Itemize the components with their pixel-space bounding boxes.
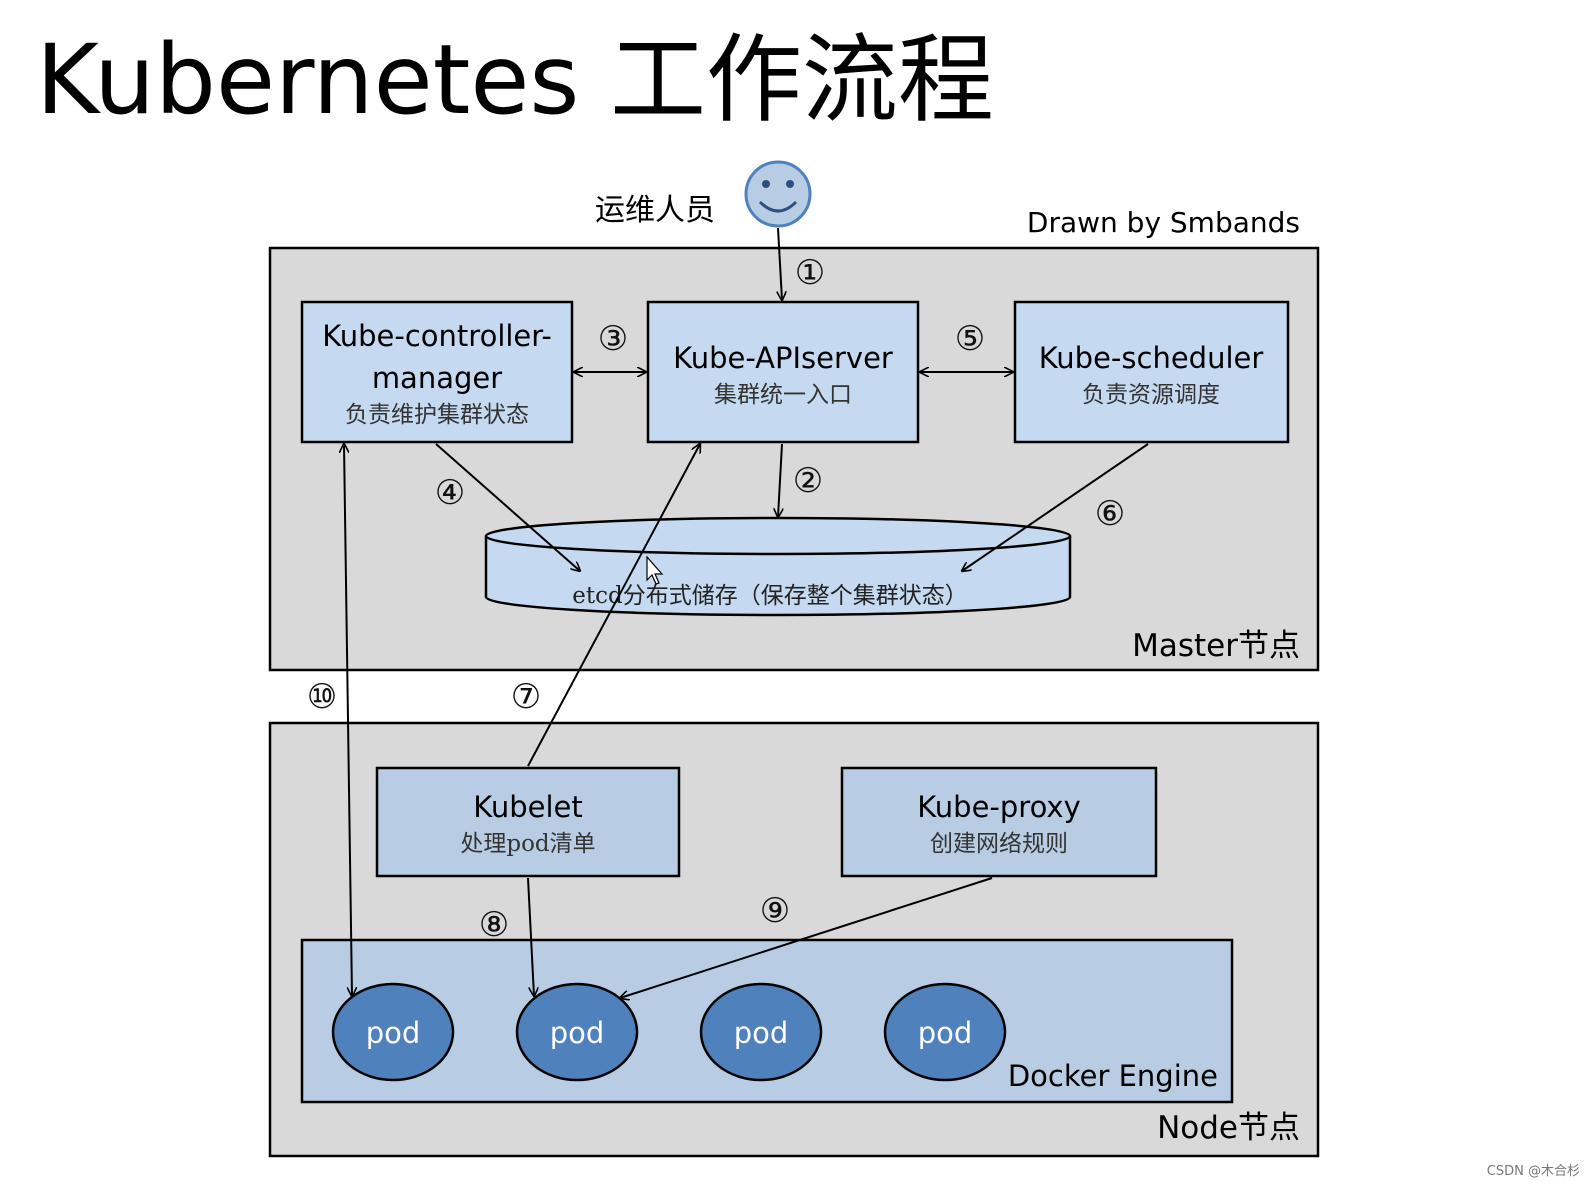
- pod-4: pod: [883, 982, 1007, 1082]
- controller-manager-name-line2: manager: [372, 361, 502, 395]
- arrow-step-10: [344, 444, 352, 996]
- kubelet-name: Kubelet: [473, 790, 582, 824]
- scheduler-name: Kube-scheduler: [1039, 341, 1264, 375]
- kubelet-box: [375, 766, 681, 878]
- controller-manager-name-line1: Kube-controller-: [322, 319, 552, 353]
- page-title: Kubernetes 工作流程: [36, 24, 994, 136]
- kube-proxy-box: [840, 766, 1158, 878]
- pod-2: pod: [515, 982, 639, 1082]
- pod-1: pod: [331, 982, 455, 1082]
- pod-4-label: pod: [918, 1016, 973, 1050]
- scheduler-desc: 负责资源调度: [1082, 382, 1220, 408]
- step-10-label: ⑩: [307, 677, 337, 717]
- arrow-step-4: [435, 443, 580, 571]
- step-8-label: ⑧: [479, 905, 509, 945]
- apiserver-desc: 集群统一入口: [714, 382, 852, 408]
- step-9-label: ⑨: [760, 891, 790, 931]
- master-node-label: Master节点: [1132, 628, 1300, 664]
- etcd-storage-cylinder: [484, 516, 1072, 617]
- arrow-step-2: [778, 443, 782, 517]
- apiserver-box: [646, 300, 920, 444]
- step-5-label: ⑤: [955, 319, 985, 359]
- kubelet-desc: 处理pod清单: [460, 831, 595, 857]
- docker-engine-label: Docker Engine: [1008, 1059, 1218, 1093]
- credit-label: Drawn by Smbands: [1027, 206, 1300, 239]
- apiserver-name: Kube-APIserver: [673, 341, 893, 375]
- arrow-step-9: [620, 877, 993, 998]
- arrow-step-7: [527, 444, 700, 767]
- etcd-label: etcd分布式储存（保存整个集群状态）: [572, 583, 967, 609]
- pod-1-label: pod: [366, 1016, 421, 1050]
- step-7-label: ⑦: [511, 677, 541, 717]
- worker-node-label: Node节点: [1157, 1110, 1300, 1146]
- arrow-step-1: [778, 227, 782, 300]
- controller-manager-box: [300, 300, 574, 444]
- step-1-label: ①: [795, 253, 825, 293]
- arrow-step-8: [527, 877, 534, 996]
- scheduler-box: [1013, 300, 1290, 444]
- arrow-step-6: [962, 443, 1149, 571]
- watermark: CSDN @木合杉: [1486, 1164, 1580, 1179]
- kube-proxy-name: Kube-proxy: [917, 790, 1081, 824]
- operator-face-icon: [744, 160, 812, 228]
- step-3-label: ③: [598, 319, 628, 359]
- pod-2-label: pod: [550, 1016, 605, 1050]
- pod-3: pod: [699, 982, 823, 1082]
- pod-3-label: pod: [734, 1016, 789, 1050]
- step-6-label: ⑥: [1095, 494, 1125, 534]
- kube-proxy-desc: 创建网络规则: [930, 831, 1068, 857]
- operator-label: 运维人员: [595, 193, 715, 228]
- controller-manager-desc: 负责维护集群状态: [345, 402, 529, 428]
- step-2-label: ②: [793, 461, 823, 501]
- mouse-cursor-icon: [646, 555, 664, 585]
- step-4-label: ④: [435, 473, 465, 513]
